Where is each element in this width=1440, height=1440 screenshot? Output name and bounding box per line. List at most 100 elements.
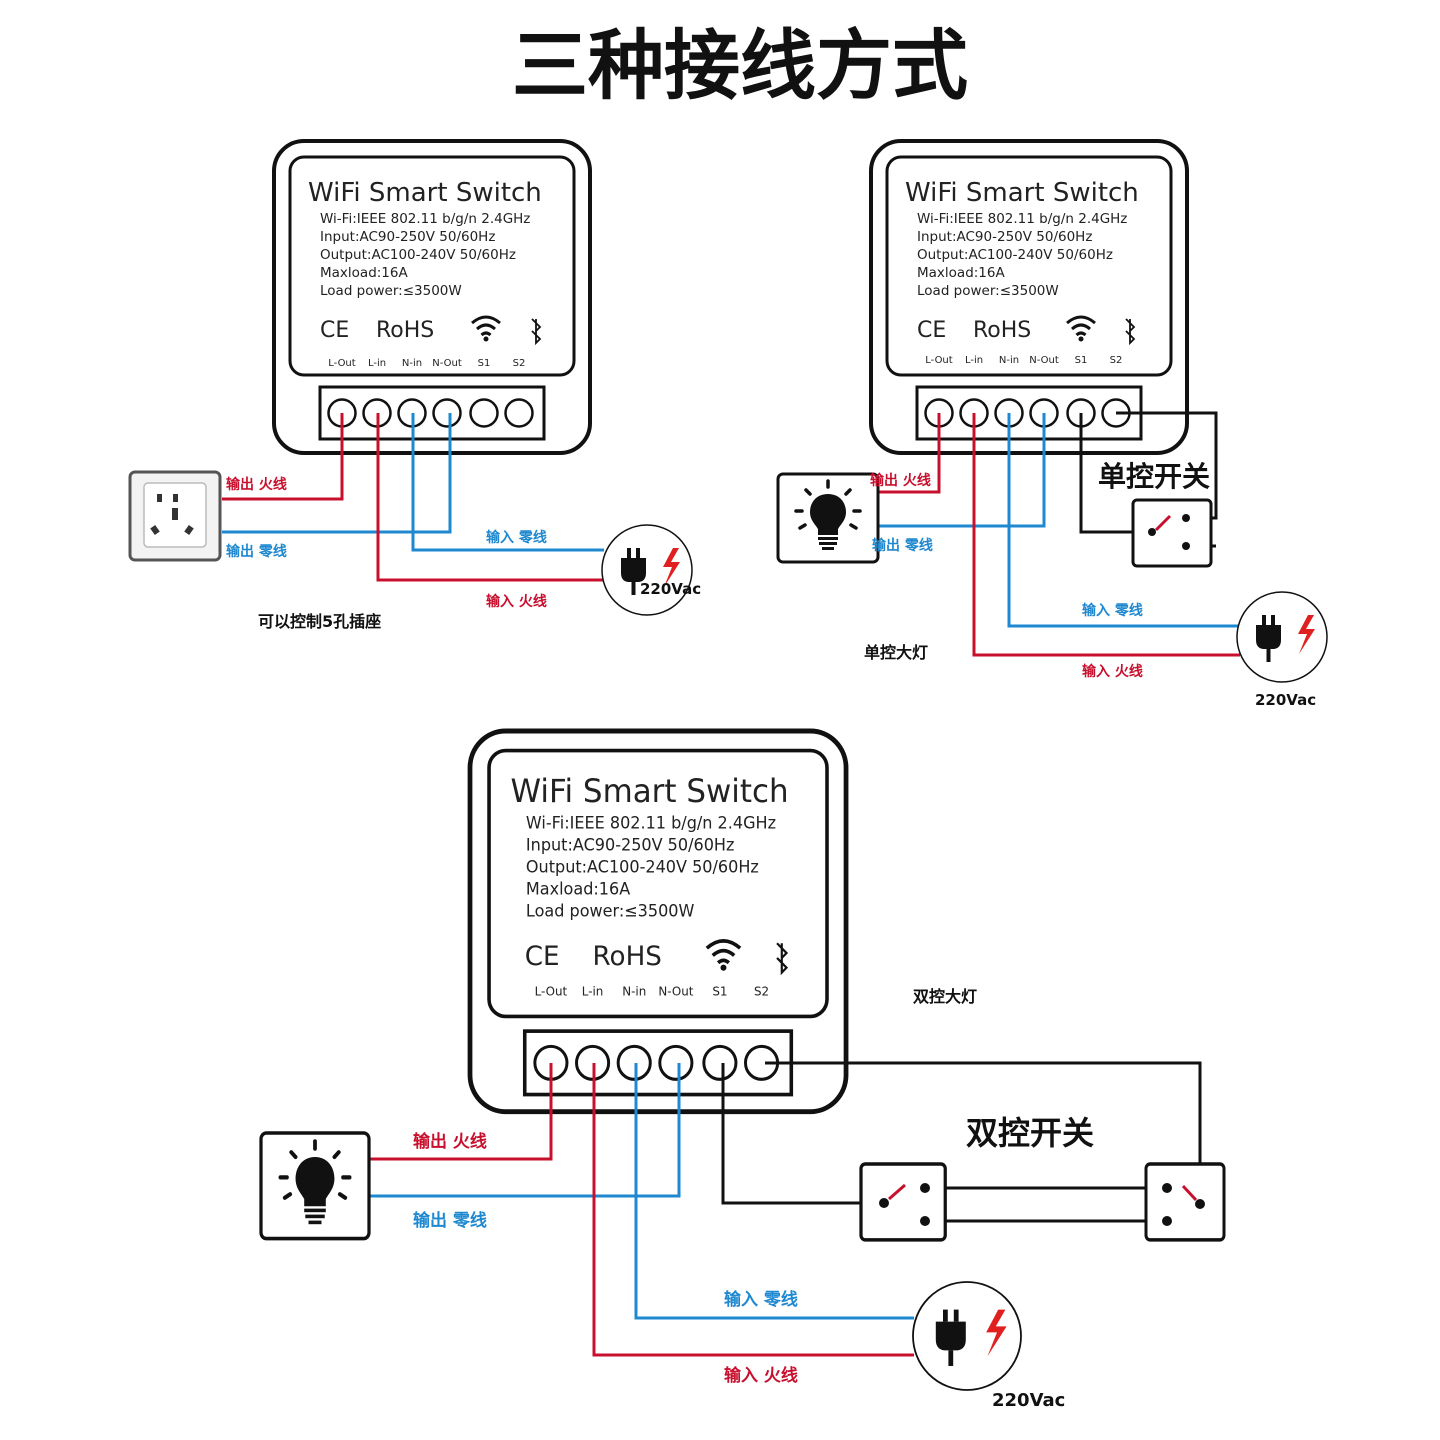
label-in-neutral: 输入 零线 (724, 1289, 798, 1310)
label-out-neutral: 输出 零线 (872, 537, 933, 554)
double-switch-right-icon (1144, 1162, 1226, 1242)
spec-output: Output:AC100-240V 50/60Hz (320, 247, 516, 263)
spec-load-power: Load power:≤3500W (526, 901, 694, 920)
double-switch-left-icon (859, 1162, 947, 1242)
terminal-label-l-in: L-in (582, 985, 604, 999)
device-title: WiFi Smart Switch (905, 178, 1139, 208)
label-out-neutral: 输出 零线 (226, 543, 287, 560)
label-in-live: 输入 火线 (724, 1365, 798, 1386)
label-out-live: 输出 火线 (226, 476, 287, 493)
socket-icon (128, 470, 222, 562)
terminal-label-n-out: N-Out (432, 358, 462, 369)
plug-icon (912, 1281, 1022, 1391)
terminal-label-n-out: N-Out (658, 985, 693, 999)
rohs-mark: RoHS (376, 318, 434, 343)
terminal-label-l-in: L-in (965, 355, 983, 366)
spec-load-power: Load power:≤3500W (917, 283, 1059, 299)
plug-icon (1236, 591, 1328, 683)
terminal-label-l-out: L-Out (328, 358, 355, 369)
label-double-switch: 双控开关 (966, 1114, 1094, 1152)
ce-mark: CE (525, 941, 560, 972)
bulb-icon (261, 1133, 369, 1239)
wire-in-neutral (634, 1063, 914, 1320)
voltage-label: 220Vac (640, 580, 701, 598)
terminal-label-n-in: N-in (999, 355, 1019, 366)
smart-switch-device: WiFi Smart Switch Wi-Fi:IEEE 802.11 b/g/… (470, 731, 846, 1112)
bluetooth-icon (531, 318, 542, 346)
voltage-label: 220Vac (1255, 691, 1316, 709)
spec-input: Input:AC90-250V 50/60Hz (320, 229, 495, 245)
wifi-icon (705, 939, 742, 971)
wire-in-neutral (1007, 413, 1240, 628)
terminal-label-n-in: N-in (622, 985, 646, 999)
wire-out-neutral (867, 413, 1046, 528)
terminal-label-s1: S1 (1075, 355, 1088, 366)
terminal-label-s1: S1 (478, 358, 491, 369)
spec-input: Input:AC90-250V 50/60Hz (917, 229, 1092, 245)
wire-s1-control (721, 1063, 884, 1205)
bulb-icon (776, 472, 880, 564)
wire-out-neutral (370, 1063, 681, 1198)
wire-s2-control (765, 1061, 1202, 1204)
spec-wifi: Wi-Fi:IEEE 802.11 b/g/n 2.4GHz (320, 211, 530, 227)
spec-input: Input:AC90-250V 50/60Hz (526, 835, 735, 854)
device-title: WiFi Smart Switch (308, 178, 542, 208)
wire-in-live (592, 1063, 914, 1357)
wifi-icon (471, 315, 501, 342)
wire-out-live (222, 413, 344, 501)
label-out-live: 输出 火线 (413, 1131, 487, 1152)
label-in-live: 输入 火线 (486, 593, 547, 610)
smart-switch-device: WiFi Smart Switch Wi-Fi:IEEE 802.11 b/g/… (272, 139, 592, 455)
wire-out-live (867, 413, 941, 494)
terminal-label-s2: S2 (513, 358, 526, 369)
terminal-label-l-in: L-in (368, 358, 386, 369)
caption-single-control: 单控大灯 (864, 643, 928, 662)
device-title: WiFi Smart Switch (510, 773, 788, 809)
single-switch-icon (1131, 498, 1213, 568)
terminal-label-l-out: L-Out (535, 985, 568, 999)
rohs-mark: RoHS (973, 318, 1031, 343)
label-in-neutral: 输入 零线 (486, 529, 547, 546)
wire-in-live (376, 413, 604, 582)
smart-switch-device: WiFi Smart Switch Wi-Fi:IEEE 802.11 b/g/… (869, 139, 1189, 455)
rohs-mark: RoHS (593, 941, 662, 972)
terminal-label-s2: S2 (754, 985, 769, 999)
label-single-switch: 单控开关 (1098, 460, 1210, 493)
diagram-single-control: WiFi Smart Switch Wi-Fi:IEEE 802.11 b/g/… (776, 139, 1328, 709)
label-out-live: 输出 火线 (870, 472, 931, 489)
spec-maxload: Maxload:16A (526, 879, 630, 898)
caption-double-control: 双控大灯 (913, 987, 977, 1006)
wifi-icon (1066, 315, 1096, 342)
terminal-label-s2: S2 (1110, 355, 1123, 366)
ce-mark: CE (917, 318, 946, 343)
label-in-live: 输入 火线 (1082, 663, 1143, 680)
page-title: 三种接线方式 (512, 21, 968, 110)
wire-in-neutral (411, 413, 604, 552)
bluetooth-icon (1125, 318, 1136, 346)
terminal-label-n-in: N-in (402, 358, 422, 369)
plug-icon (601, 524, 693, 616)
diagram-double-control: WiFi Smart Switch Wi-Fi:IEEE 802.11 b/g/… (261, 731, 1226, 1411)
wire-out-neutral (222, 413, 452, 534)
spec-wifi: Wi-Fi:IEEE 802.11 b/g/n 2.4GHz (526, 813, 776, 832)
caption-socket: 可以控制5孔插座 (258, 612, 381, 631)
bluetooth-icon (776, 942, 789, 976)
spec-output: Output:AC100-240V 50/60Hz (917, 247, 1113, 263)
label-out-neutral: 输出 零线 (413, 1210, 487, 1231)
spec-maxload: Maxload:16A (320, 265, 408, 281)
ce-mark: CE (320, 318, 349, 343)
terminal-label-l-out: L-Out (925, 355, 952, 366)
terminal-label-s1: S1 (712, 985, 727, 999)
spec-wifi: Wi-Fi:IEEE 802.11 b/g/n 2.4GHz (917, 211, 1127, 227)
diagram-socket: WiFi Smart Switch Wi-Fi:IEEE 802.11 b/g/… (128, 139, 701, 631)
terminal-label-n-out: N-Out (1029, 355, 1059, 366)
wire-in-live (972, 413, 1240, 657)
wire-out-live (370, 1063, 553, 1161)
spec-output: Output:AC100-240V 50/60Hz (526, 857, 759, 876)
voltage-label: 220Vac (992, 1390, 1065, 1411)
spec-load-power: Load power:≤3500W (320, 283, 462, 299)
label-in-neutral: 输入 零线 (1082, 602, 1143, 619)
spec-maxload: Maxload:16A (917, 265, 1005, 281)
wire-s1-control (1079, 413, 1152, 534)
